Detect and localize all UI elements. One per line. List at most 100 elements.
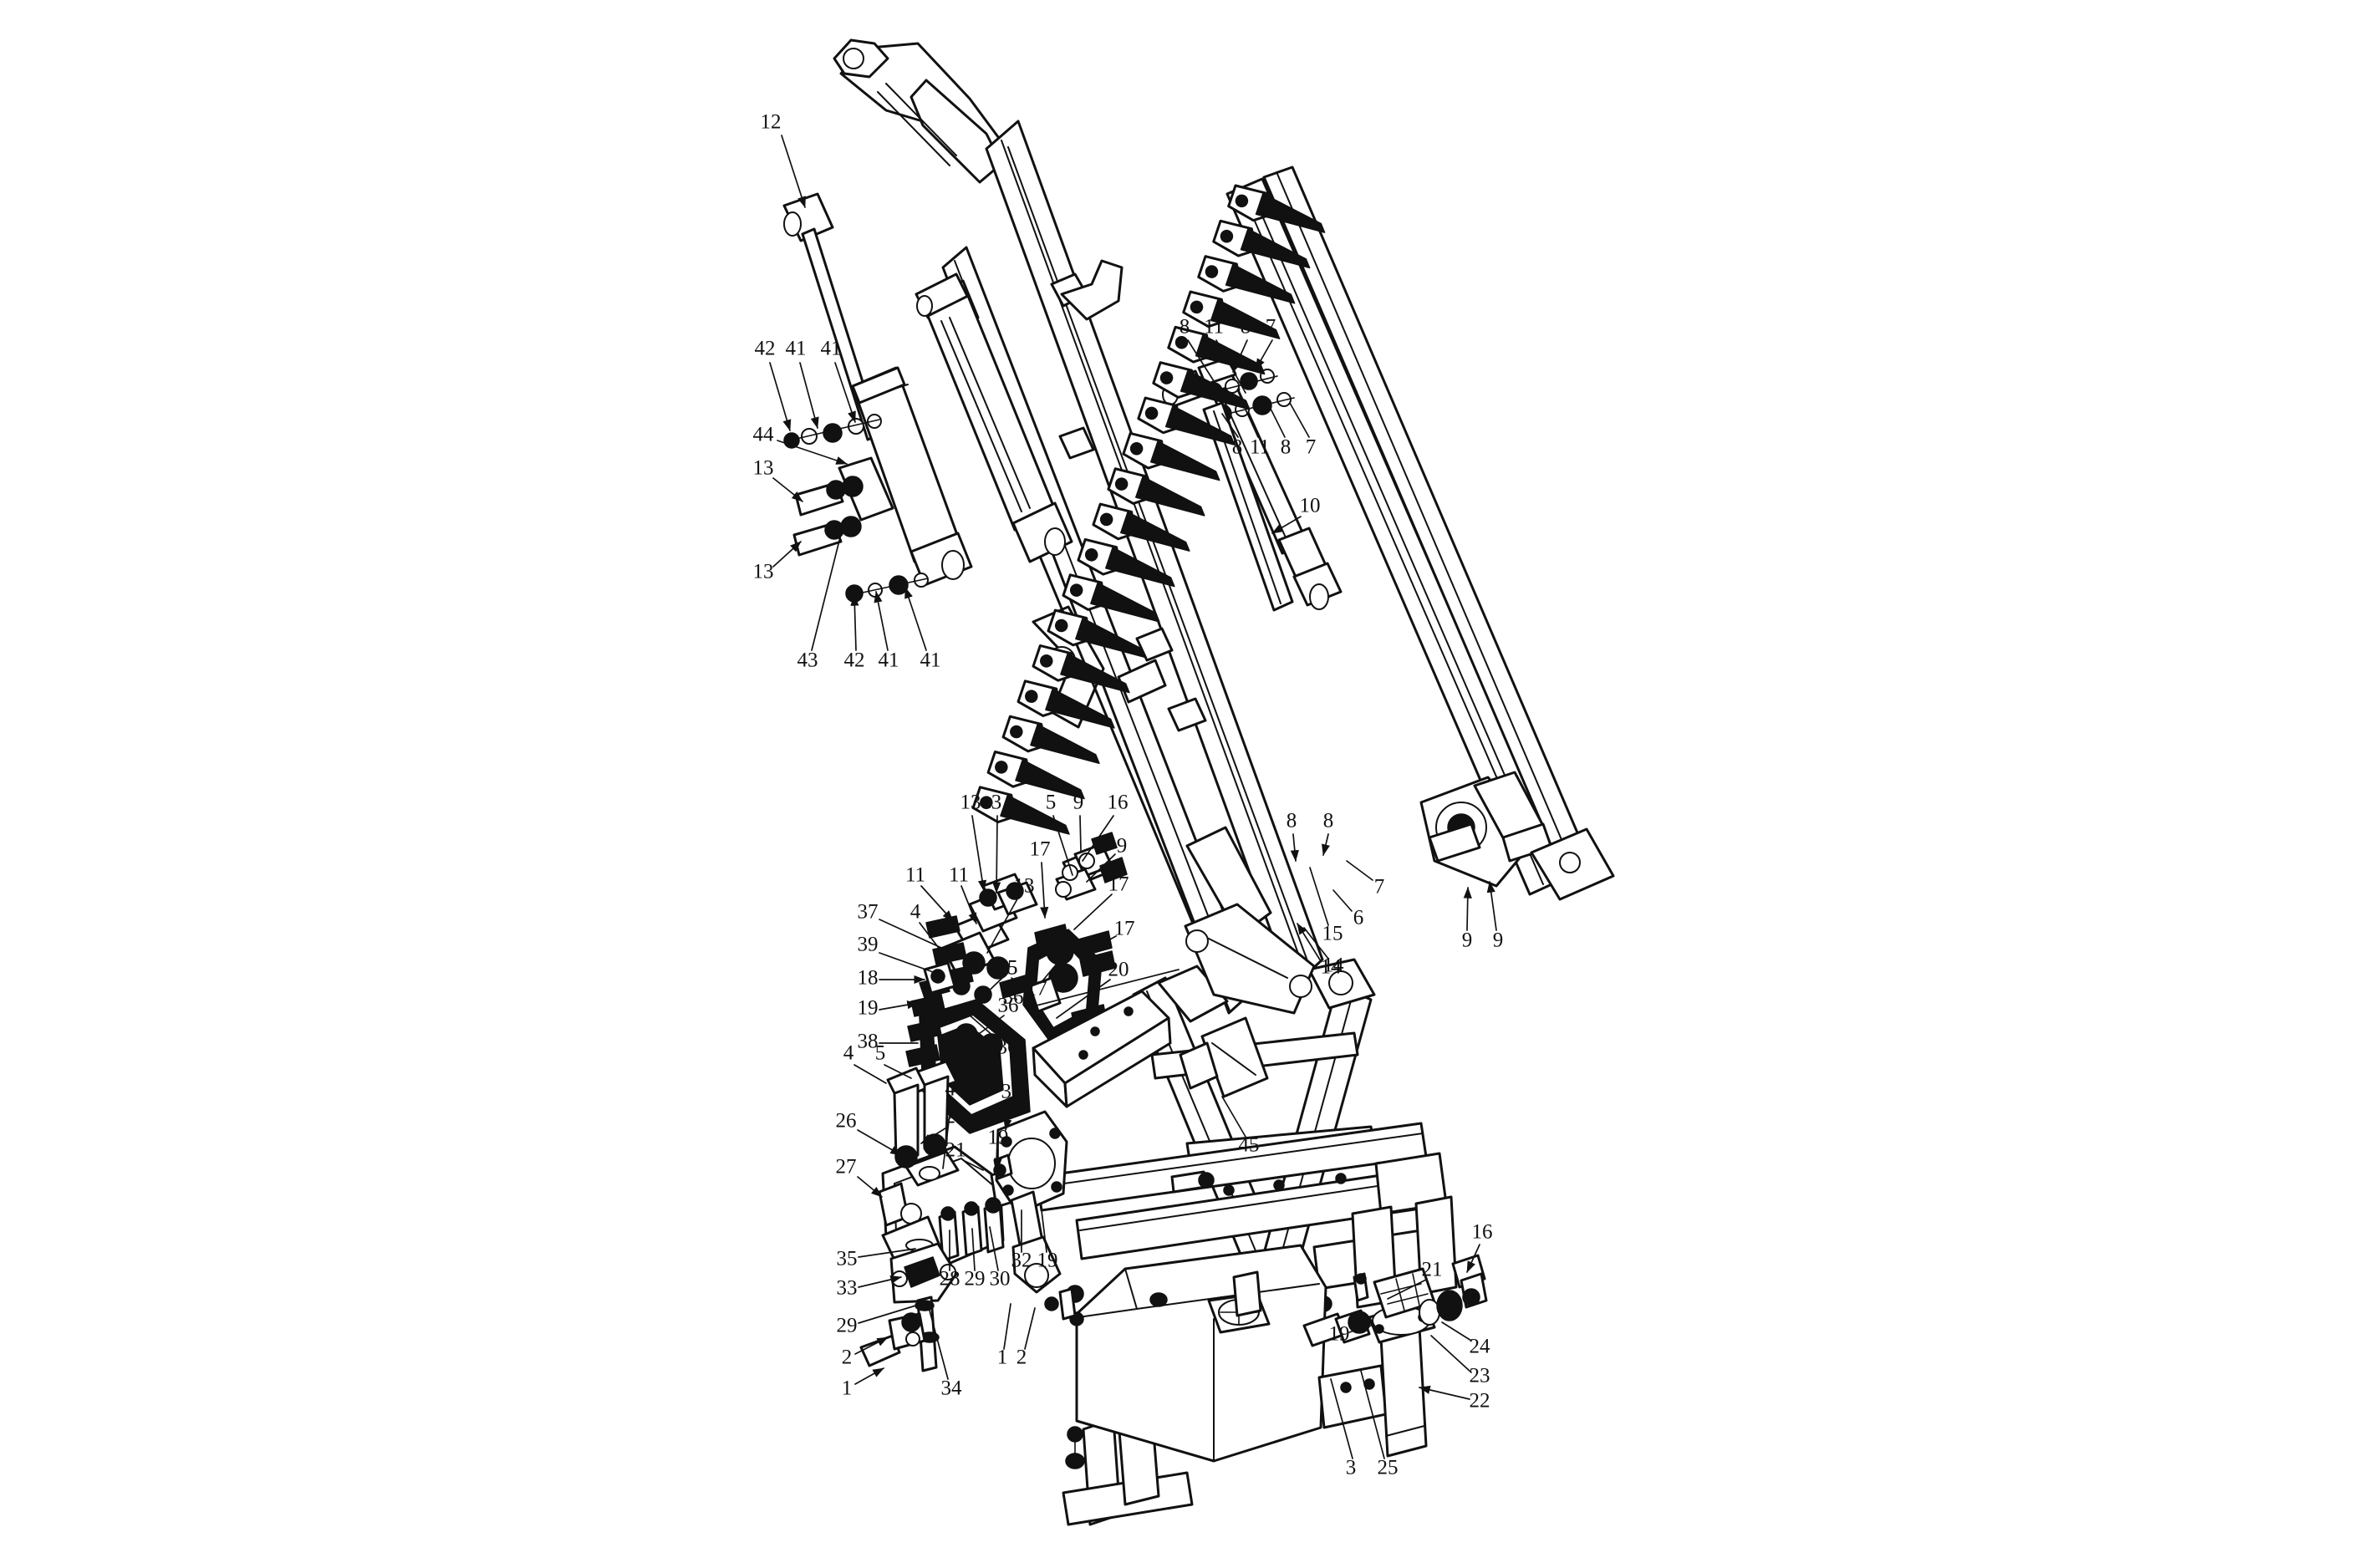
callout-5: 5 <box>1046 792 1073 876</box>
leader-line <box>781 135 806 208</box>
main-frame <box>1035 903 1458 1526</box>
callout-number: 42 <box>755 338 776 360</box>
leader-line <box>971 815 987 892</box>
callout-number: 43 <box>797 649 818 672</box>
leader-line <box>942 1101 952 1169</box>
leader-line <box>920 885 954 922</box>
callout-number: 1 <box>997 1347 1008 1369</box>
callout-16: 16 <box>1466 1221 1493 1273</box>
callout-number: 14 <box>1321 956 1343 979</box>
callout-3: 3 <box>1330 1378 1357 1479</box>
callout-8: 8 <box>1232 316 1251 373</box>
leader-line <box>1255 339 1273 370</box>
leader-line <box>979 977 1003 1000</box>
secondary-valve-assembly <box>1022 832 1128 1042</box>
callout-13: 13 <box>986 875 1035 954</box>
callout-number: 41 <box>821 338 842 360</box>
valve-mount-plate-36 <box>1032 990 1172 1108</box>
leader-line <box>857 1129 902 1156</box>
callout-number: 4 <box>910 901 921 924</box>
callout-number: 30 <box>990 1268 1011 1291</box>
callout-41: 41 <box>821 338 856 423</box>
callout-number: 15 <box>997 957 1018 980</box>
leader-line <box>1289 402 1310 438</box>
leader-line <box>1332 889 1353 912</box>
callout-16: 16 <box>1082 792 1129 862</box>
hydraulic-oil-tank <box>1065 1244 1388 1469</box>
callout-number: 40 <box>945 1078 966 1101</box>
callout-39: 39 <box>858 934 945 977</box>
callout-number: 41 <box>920 649 941 672</box>
leader-line <box>986 895 1020 954</box>
callout-number: 22 <box>1470 1390 1490 1413</box>
callout-number: 8 <box>1241 316 1251 339</box>
callout-14: 14 <box>1297 923 1343 979</box>
leader-line <box>1086 853 1116 883</box>
callout-number: 19 <box>1037 1250 1058 1272</box>
cutter-link-hardware-top <box>1162 356 1295 612</box>
callout-22: 22 <box>1419 1385 1490 1413</box>
callout-number: 37 <box>858 901 879 924</box>
callout-number: 8 <box>1287 810 1297 832</box>
callout-number: 3 <box>1346 1457 1357 1479</box>
leader-line <box>920 1126 949 1144</box>
callout-number: 7 <box>1374 876 1385 899</box>
callout-15: 15 <box>1309 867 1343 945</box>
callout-19: 19 <box>1037 1203 1058 1272</box>
callout-6: 6 <box>1332 889 1363 929</box>
callout-2: 2 <box>1016 1307 1036 1369</box>
callout-number: 13 <box>960 792 981 814</box>
leader-line <box>967 1013 1002 1044</box>
callout-8: 8 <box>1180 316 1226 400</box>
callout-5: 5 <box>875 1042 912 1079</box>
callout-33: 33 <box>837 1275 902 1300</box>
callout-number: 17 <box>1027 978 1047 1000</box>
leader-line <box>858 1275 902 1288</box>
callout-43: 43 <box>797 520 845 672</box>
callout-19: 19 <box>988 1127 1009 1169</box>
callout-1: 1 <box>842 1367 884 1400</box>
callout-number: 32 <box>1011 1250 1032 1272</box>
leader-line <box>1330 1378 1353 1459</box>
leader-line <box>772 541 802 568</box>
callout-number: 8 <box>1180 316 1190 339</box>
callout-37: 37 <box>858 901 960 957</box>
callout-4: 4 <box>843 1042 887 1084</box>
leader-line <box>799 362 819 429</box>
callout-number: 26 <box>945 1106 966 1128</box>
callout-number: 45 <box>1239 1134 1260 1157</box>
callout-45: 45 <box>1221 1096 1260 1157</box>
callout-number: 10 <box>1300 495 1321 517</box>
leader-line <box>1079 815 1082 852</box>
callout-number: 33 <box>837 1277 858 1300</box>
callout-19: 19 <box>1329 1323 1372 1346</box>
leader-line <box>1221 413 1239 438</box>
callout-32: 32 <box>1011 1209 1032 1272</box>
callout-41: 41 <box>786 338 819 429</box>
leader-line <box>1360 1370 1385 1459</box>
leader-line <box>850 594 859 651</box>
callout-15: 15 <box>979 957 1018 1000</box>
leader-line <box>1003 1303 1011 1350</box>
leader-line <box>1290 833 1299 862</box>
callout-number: 12 <box>761 111 782 134</box>
callout-number: 36 <box>1003 986 1024 1009</box>
callout-8: 8 <box>1268 405 1291 459</box>
callout-29: 29 <box>965 1228 986 1291</box>
callout-28: 28 <box>940 1229 960 1291</box>
callout-number: 21 <box>1422 1259 1443 1281</box>
callout-2: 2 <box>842 1336 889 1369</box>
callout-number: 26 <box>836 1110 857 1133</box>
leader-line <box>1297 923 1322 962</box>
lift-cylinder-assembly <box>782 192 973 603</box>
callout-number: 14 <box>1323 955 1345 977</box>
leader-line <box>854 1367 884 1385</box>
leader-line <box>1003 1102 1012 1131</box>
callout-41: 41 <box>874 591 899 672</box>
callout-36: 36 <box>1003 969 1180 1009</box>
leader-line <box>1322 833 1330 856</box>
leader-line <box>769 362 792 431</box>
callout-number: 31 <box>1001 1081 1022 1103</box>
leader-line <box>854 1336 889 1355</box>
